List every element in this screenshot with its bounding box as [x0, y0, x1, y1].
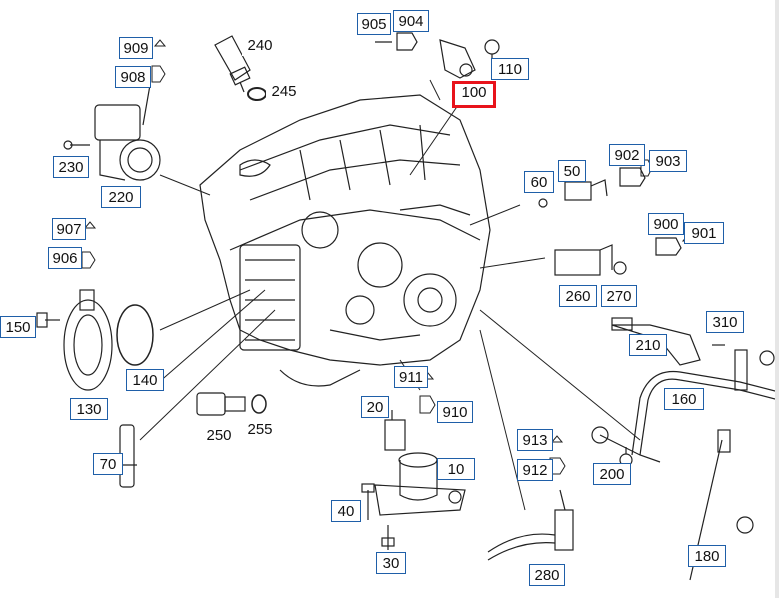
callout-250[interactable]: 250	[201, 424, 237, 446]
callout-903[interactable]: 903	[649, 150, 687, 172]
part-20-valve	[384, 410, 406, 451]
callout-150[interactable]: 150	[0, 316, 36, 338]
callout-907[interactable]: 907	[52, 218, 86, 240]
callout-160[interactable]: 160	[664, 388, 704, 410]
callout-280[interactable]: 280	[529, 564, 565, 586]
part-150-bolt	[36, 312, 60, 328]
engine-assembly	[199, 94, 491, 387]
callout-110[interactable]: 110	[491, 58, 529, 80]
part-250-sensor	[196, 392, 246, 416]
callout-905[interactable]: 905	[357, 13, 391, 35]
callout-20[interactable]: 20	[361, 396, 389, 418]
callout-10[interactable]: 10	[437, 458, 475, 480]
part-270-plug	[613, 261, 627, 275]
part-245-ring	[247, 87, 267, 101]
callout-240[interactable]: 240	[242, 34, 278, 56]
part-240-sensor	[214, 35, 251, 93]
callout-270[interactable]: 270	[601, 285, 637, 307]
part-160-pipe	[591, 370, 779, 463]
callout-100[interactable]: 100	[452, 81, 496, 108]
callout-310[interactable]: 310	[706, 311, 744, 333]
callout-230[interactable]: 230	[53, 156, 89, 178]
part-230-screw	[63, 140, 90, 150]
callout-904[interactable]: 904	[393, 10, 429, 32]
callout-220[interactable]: 220	[101, 186, 141, 208]
part-220-throttle	[94, 84, 161, 181]
callout-40[interactable]: 40	[331, 500, 361, 522]
part-130-cover	[63, 289, 113, 391]
callout-255[interactable]: 255	[243, 418, 277, 440]
callout-913[interactable]: 913	[517, 429, 553, 451]
callout-70[interactable]: 70	[93, 453, 123, 475]
part-260-sensor	[554, 244, 613, 276]
part-255-washer	[251, 394, 267, 414]
callout-901[interactable]: 901	[684, 222, 724, 244]
callout-210[interactable]: 210	[629, 334, 667, 356]
callout-902[interactable]: 902	[609, 144, 645, 166]
callout-912[interactable]: 912	[517, 459, 553, 481]
part-905-connector	[375, 32, 418, 51]
callout-60[interactable]: 60	[524, 171, 554, 193]
part-40-bolt	[361, 483, 375, 520]
part-140-seal	[116, 304, 154, 366]
part-900-connector	[655, 237, 682, 256]
part-280-o2-sensor	[487, 489, 574, 561]
callout-911[interactable]: 911	[394, 366, 428, 388]
callout-906[interactable]: 906	[48, 247, 82, 269]
part-50-sensor	[538, 179, 608, 208]
callout-140[interactable]: 140	[126, 369, 164, 391]
callout-908[interactable]: 908	[115, 66, 151, 88]
callout-200[interactable]: 200	[593, 463, 631, 485]
part-310-clip	[712, 344, 775, 391]
callout-130[interactable]: 130	[70, 398, 108, 420]
callout-900[interactable]: 900	[648, 213, 684, 235]
callout-910[interactable]: 910	[437, 401, 473, 423]
callout-260[interactable]: 260	[559, 285, 597, 307]
part-100-sensor	[439, 39, 476, 79]
callout-30[interactable]: 30	[376, 552, 406, 574]
callout-245[interactable]: 245	[266, 80, 302, 102]
part-902-connector	[619, 167, 646, 187]
callout-180[interactable]: 180	[688, 545, 726, 567]
part-30-bolt	[381, 525, 395, 550]
callout-50[interactable]: 50	[558, 160, 586, 182]
callout-909[interactable]: 909	[119, 37, 153, 59]
scrollbar-edge	[775, 0, 779, 598]
